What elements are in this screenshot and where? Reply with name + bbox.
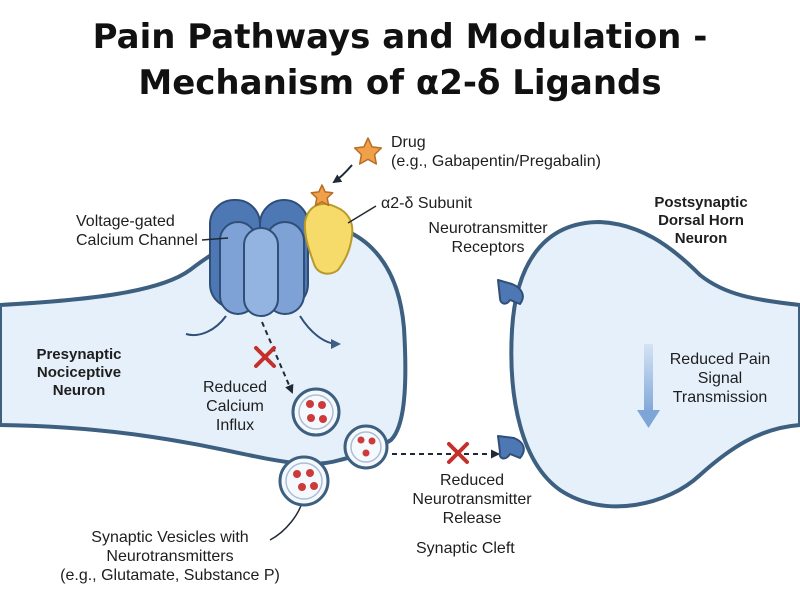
diagram-title: Pain Pathways and Modulation - Mechanism… bbox=[0, 14, 800, 106]
drug-star-icon bbox=[353, 137, 383, 165]
vgcc-label: Voltage-gated Calcium Channel bbox=[76, 213, 198, 249]
calcium-channel bbox=[185, 199, 341, 349]
receptor-lower-icon bbox=[497, 435, 525, 460]
presynaptic-neuron-label: Presynaptic Nociceptive Neuron bbox=[36, 346, 122, 399]
reduced-pain-label: Reduced Pain Signal Transmission bbox=[669, 351, 771, 406]
nt-receptors-label: Neurotransmitter Receptors bbox=[428, 220, 548, 256]
reduced-release-label: Reduced Neurotransmitter Release bbox=[412, 472, 532, 527]
alpha2-delta-subunit bbox=[303, 203, 354, 275]
postsynaptic-neuron-label: Postsynaptic Dorsal Horn Neuron bbox=[654, 194, 748, 247]
calcium-influx-arrow bbox=[261, 321, 294, 394]
alpha2-delta-label: α2-δ Subunit bbox=[381, 195, 473, 212]
drug-label: Drug (e.g., Gabapentin/Pregabalin) bbox=[391, 134, 601, 170]
reduced-calcium-label: Reduced Calcium Influx bbox=[202, 379, 268, 434]
signal-down-arrow bbox=[637, 344, 660, 428]
release-block-x-icon bbox=[447, 442, 469, 464]
synaptic-vesicle bbox=[278, 455, 330, 507]
vgcc-pointer-line bbox=[201, 237, 229, 241]
drug-binding-arrow bbox=[332, 164, 353, 184]
receptor-upper-icon bbox=[497, 279, 524, 305]
synaptic-vesicle bbox=[291, 387, 341, 437]
synaptic-vesicles-label: Synaptic Vesicles with Neurotransmitters… bbox=[60, 529, 280, 584]
synaptic-cleft-label: Synaptic Cleft bbox=[416, 540, 515, 557]
postsynaptic-neuron bbox=[509, 220, 800, 509]
drug-star-bound-icon bbox=[310, 184, 334, 207]
synaptic-vesicle bbox=[343, 424, 389, 470]
alpha2delta-pointer-line bbox=[347, 205, 377, 224]
title-line-1: Pain Pathways and Modulation - bbox=[92, 17, 708, 57]
calcium-block-x-icon bbox=[254, 346, 276, 368]
title-line-2: Mechanism of α2-δ Ligands bbox=[138, 63, 662, 103]
